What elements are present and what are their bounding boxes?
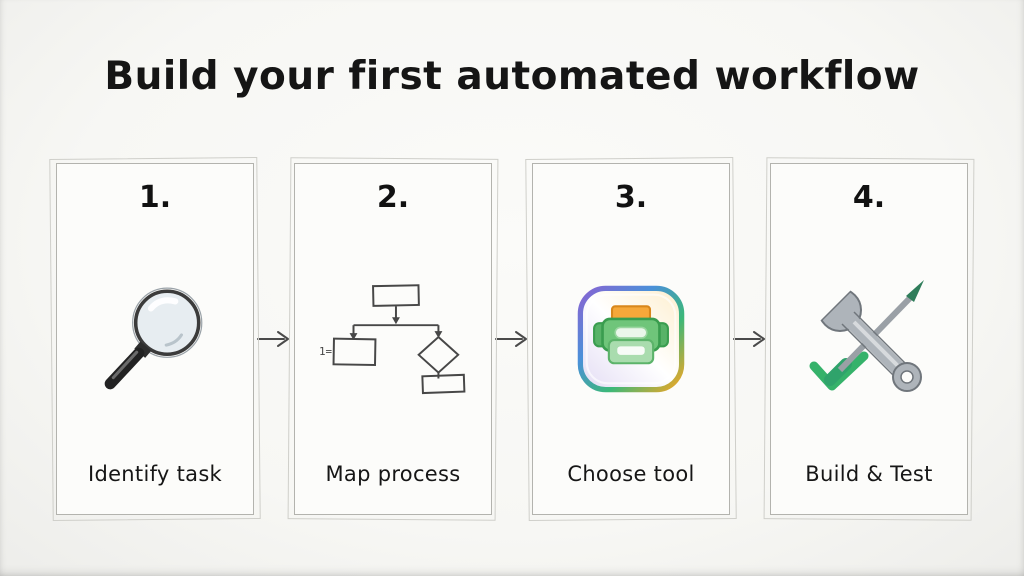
- step-panel-3: 3. Choose tool: [532, 163, 730, 515]
- step-label: Build & Test: [805, 462, 933, 486]
- step-label: Choose tool: [567, 462, 695, 486]
- step-number: 3.: [614, 180, 648, 215]
- steps-row: 1. Identify task 2.: [0, 163, 1024, 515]
- app-tool-icon: [573, 215, 689, 462]
- magnifier-icon-svg: [104, 287, 203, 389]
- step-panel-1: 1. Identify task: [56, 163, 254, 515]
- step-label: Map process: [325, 462, 461, 486]
- arrow-right-icon: [254, 163, 294, 515]
- step-number: 2.: [376, 180, 410, 215]
- magnifier-icon: [92, 215, 218, 462]
- app-tool-icon-svg: [577, 285, 685, 392]
- svg-text:1=: 1=: [319, 344, 333, 357]
- step-label: Identify task: [87, 462, 223, 486]
- step-panel-4: 4.: [770, 163, 968, 515]
- arrow-right-icon: [730, 163, 770, 515]
- flowchart-icon: 1=: [314, 215, 472, 462]
- arrow-right-icon: [492, 163, 532, 515]
- step-panel-2: 2.: [294, 163, 492, 515]
- step-number: 1.: [138, 180, 172, 215]
- wrench-screwdriver-icon: [802, 215, 936, 462]
- wrench-screwdriver-icon-svg: [804, 273, 924, 392]
- page-title: Build your first automated workflow: [104, 54, 920, 99]
- step-number: 4.: [852, 180, 886, 215]
- flowchart-icon-svg: 1=: [319, 283, 466, 394]
